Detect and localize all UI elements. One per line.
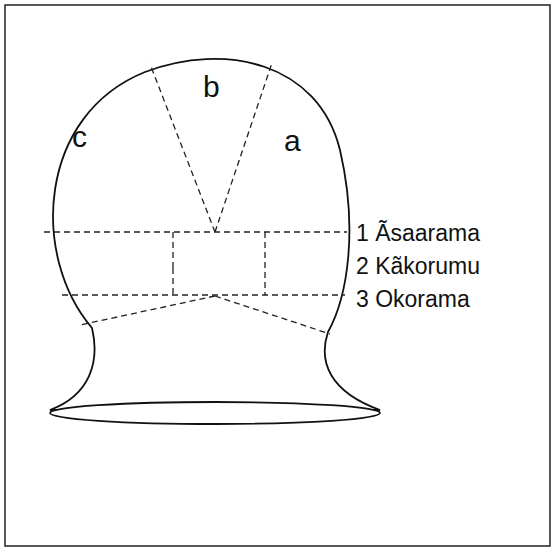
region-name: 1 Ãsaarama [356,222,480,245]
region-name: 2 Kãkorumu [356,255,480,278]
base-rim [50,402,380,424]
region-letter: a [284,126,301,156]
region-letter: c [72,122,87,152]
region-name: 3 Okorama [356,288,470,311]
frame [5,5,550,546]
region-lines [44,63,347,334]
region-letter: b [203,72,220,102]
head-outline [50,59,380,410]
